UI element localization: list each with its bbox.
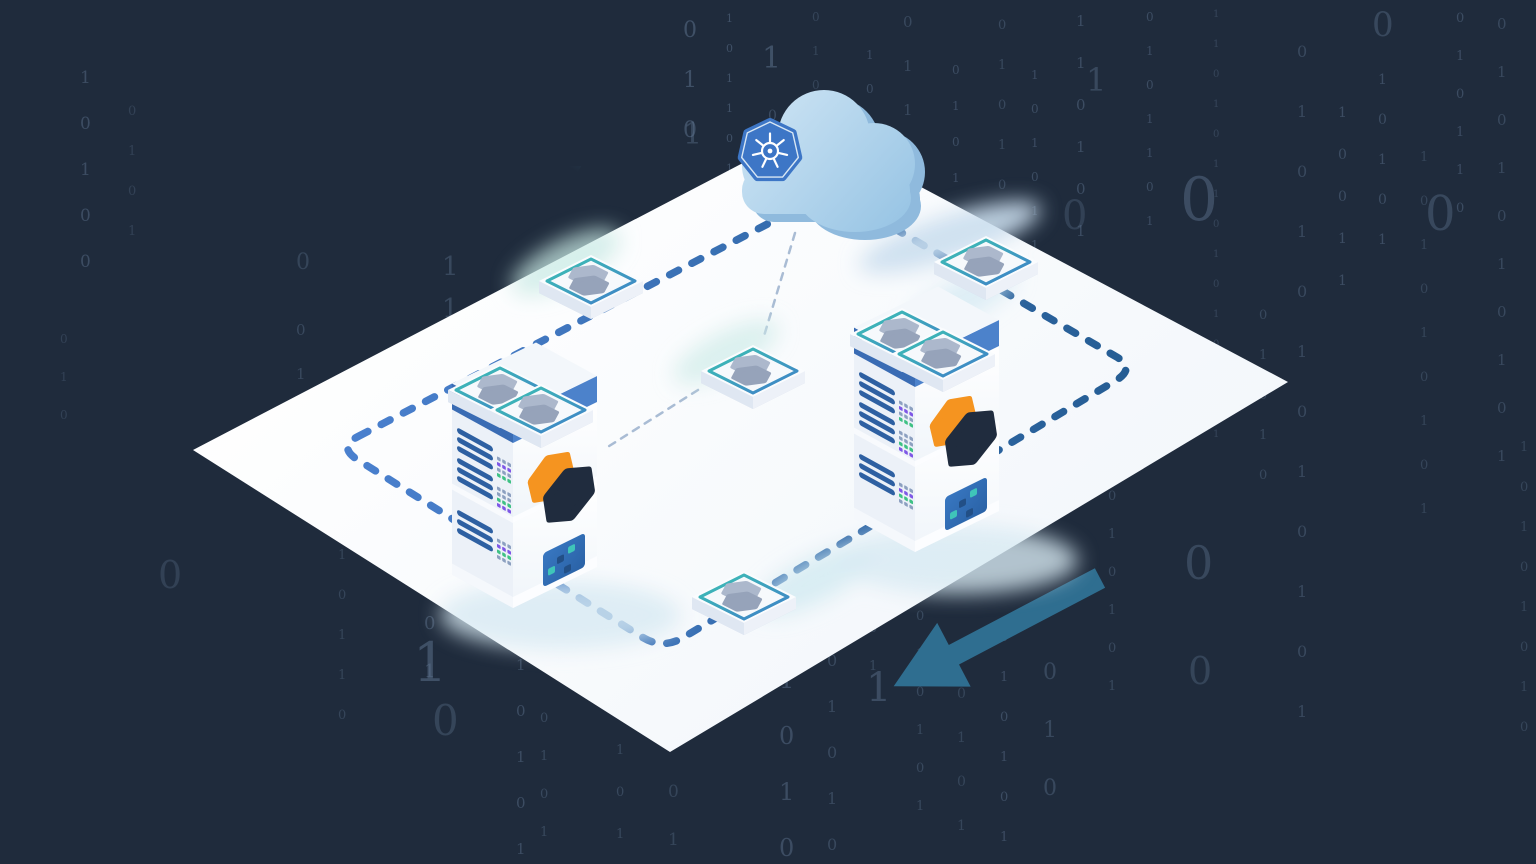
binary-rain-digit: 0 bbox=[296, 250, 310, 275]
binary-rain-column: 1 0 1 1 0 bbox=[338, 548, 347, 723]
binary-rain-column: 1 1 0 1 0 1 bbox=[1076, 12, 1086, 240]
server-tower-right bbox=[850, 287, 999, 553]
binary-rain-digit: 0 bbox=[1372, 5, 1394, 45]
binary-rain-column: 1 0 1 0 0 bbox=[80, 68, 91, 272]
binary-rain-column: 0 1 0 1 0 1 0 1 0 1 bbox=[1497, 15, 1507, 465]
binary-rain-digit: 1 bbox=[866, 665, 892, 711]
binary-rain-digit: 1 bbox=[762, 41, 782, 76]
binary-rain-column: 0 1 0 bbox=[1043, 660, 1057, 801]
binary-rain-column: 0 1 0 1 0 1 0 1 0 1 0 1 bbox=[1297, 42, 1308, 721]
binary-rain-digit: 0 bbox=[158, 553, 183, 597]
binary-rain-column: 0 1 0 1 1 0 bbox=[1456, 11, 1465, 216]
flow-arrow-down-left-icon bbox=[893, 568, 1106, 687]
binary-rain-digit: 1 bbox=[413, 631, 448, 694]
binary-rain-column: 0 1 0 1 0 bbox=[998, 18, 1007, 193]
binary-rain-column: 0 1 0 1 1 0 1 bbox=[1146, 10, 1154, 228]
binary-rain-column: 1 0 1 0 1 0 1 0 1 bbox=[1420, 150, 1429, 517]
binary-rain-column: 0 1 0 bbox=[668, 782, 679, 850]
kubernetes-cloud bbox=[737, 90, 925, 240]
binary-rain-digit: 0 bbox=[1425, 186, 1456, 242]
binary-rain-column: 0 1 0 bbox=[60, 332, 68, 422]
server-tower-left bbox=[448, 343, 597, 609]
binary-rain-column: 0 1 0 1 bbox=[128, 104, 137, 239]
binary-rain-digit: 0 bbox=[1180, 165, 1219, 235]
binary-rain-digit: 0 bbox=[1062, 193, 1088, 239]
binary-rain-column: 1 0 1 0 1 0 1 0 bbox=[1520, 440, 1529, 735]
binary-rain-column: 1 0 0 1 1 bbox=[1338, 105, 1347, 289]
binary-rain-digit: 0 bbox=[1188, 649, 1213, 693]
cloud-connection-dashed-lines bbox=[604, 231, 797, 450]
kubernetes-icon bbox=[737, 118, 803, 182]
binary-rain-column: 0 1 0 1 0 bbox=[827, 651, 838, 854]
binary-rain-column: 0 1 0 1 bbox=[540, 711, 549, 840]
flow-arrow-up-right-icon bbox=[371, 166, 582, 288]
binary-rain-digit: 1 bbox=[1086, 61, 1107, 99]
binary-rain-digit: 0 bbox=[1184, 536, 1214, 590]
binary-rain-digit: 0 bbox=[432, 696, 459, 745]
binary-rain-column: 1 0 1 0 1 bbox=[1378, 72, 1387, 248]
binary-rain-column: 1 0 1 0 1 bbox=[516, 656, 526, 858]
binary-rain-column: 0 1 0 bbox=[683, 18, 697, 143]
binary-rain-digit: 1 bbox=[683, 117, 703, 152]
